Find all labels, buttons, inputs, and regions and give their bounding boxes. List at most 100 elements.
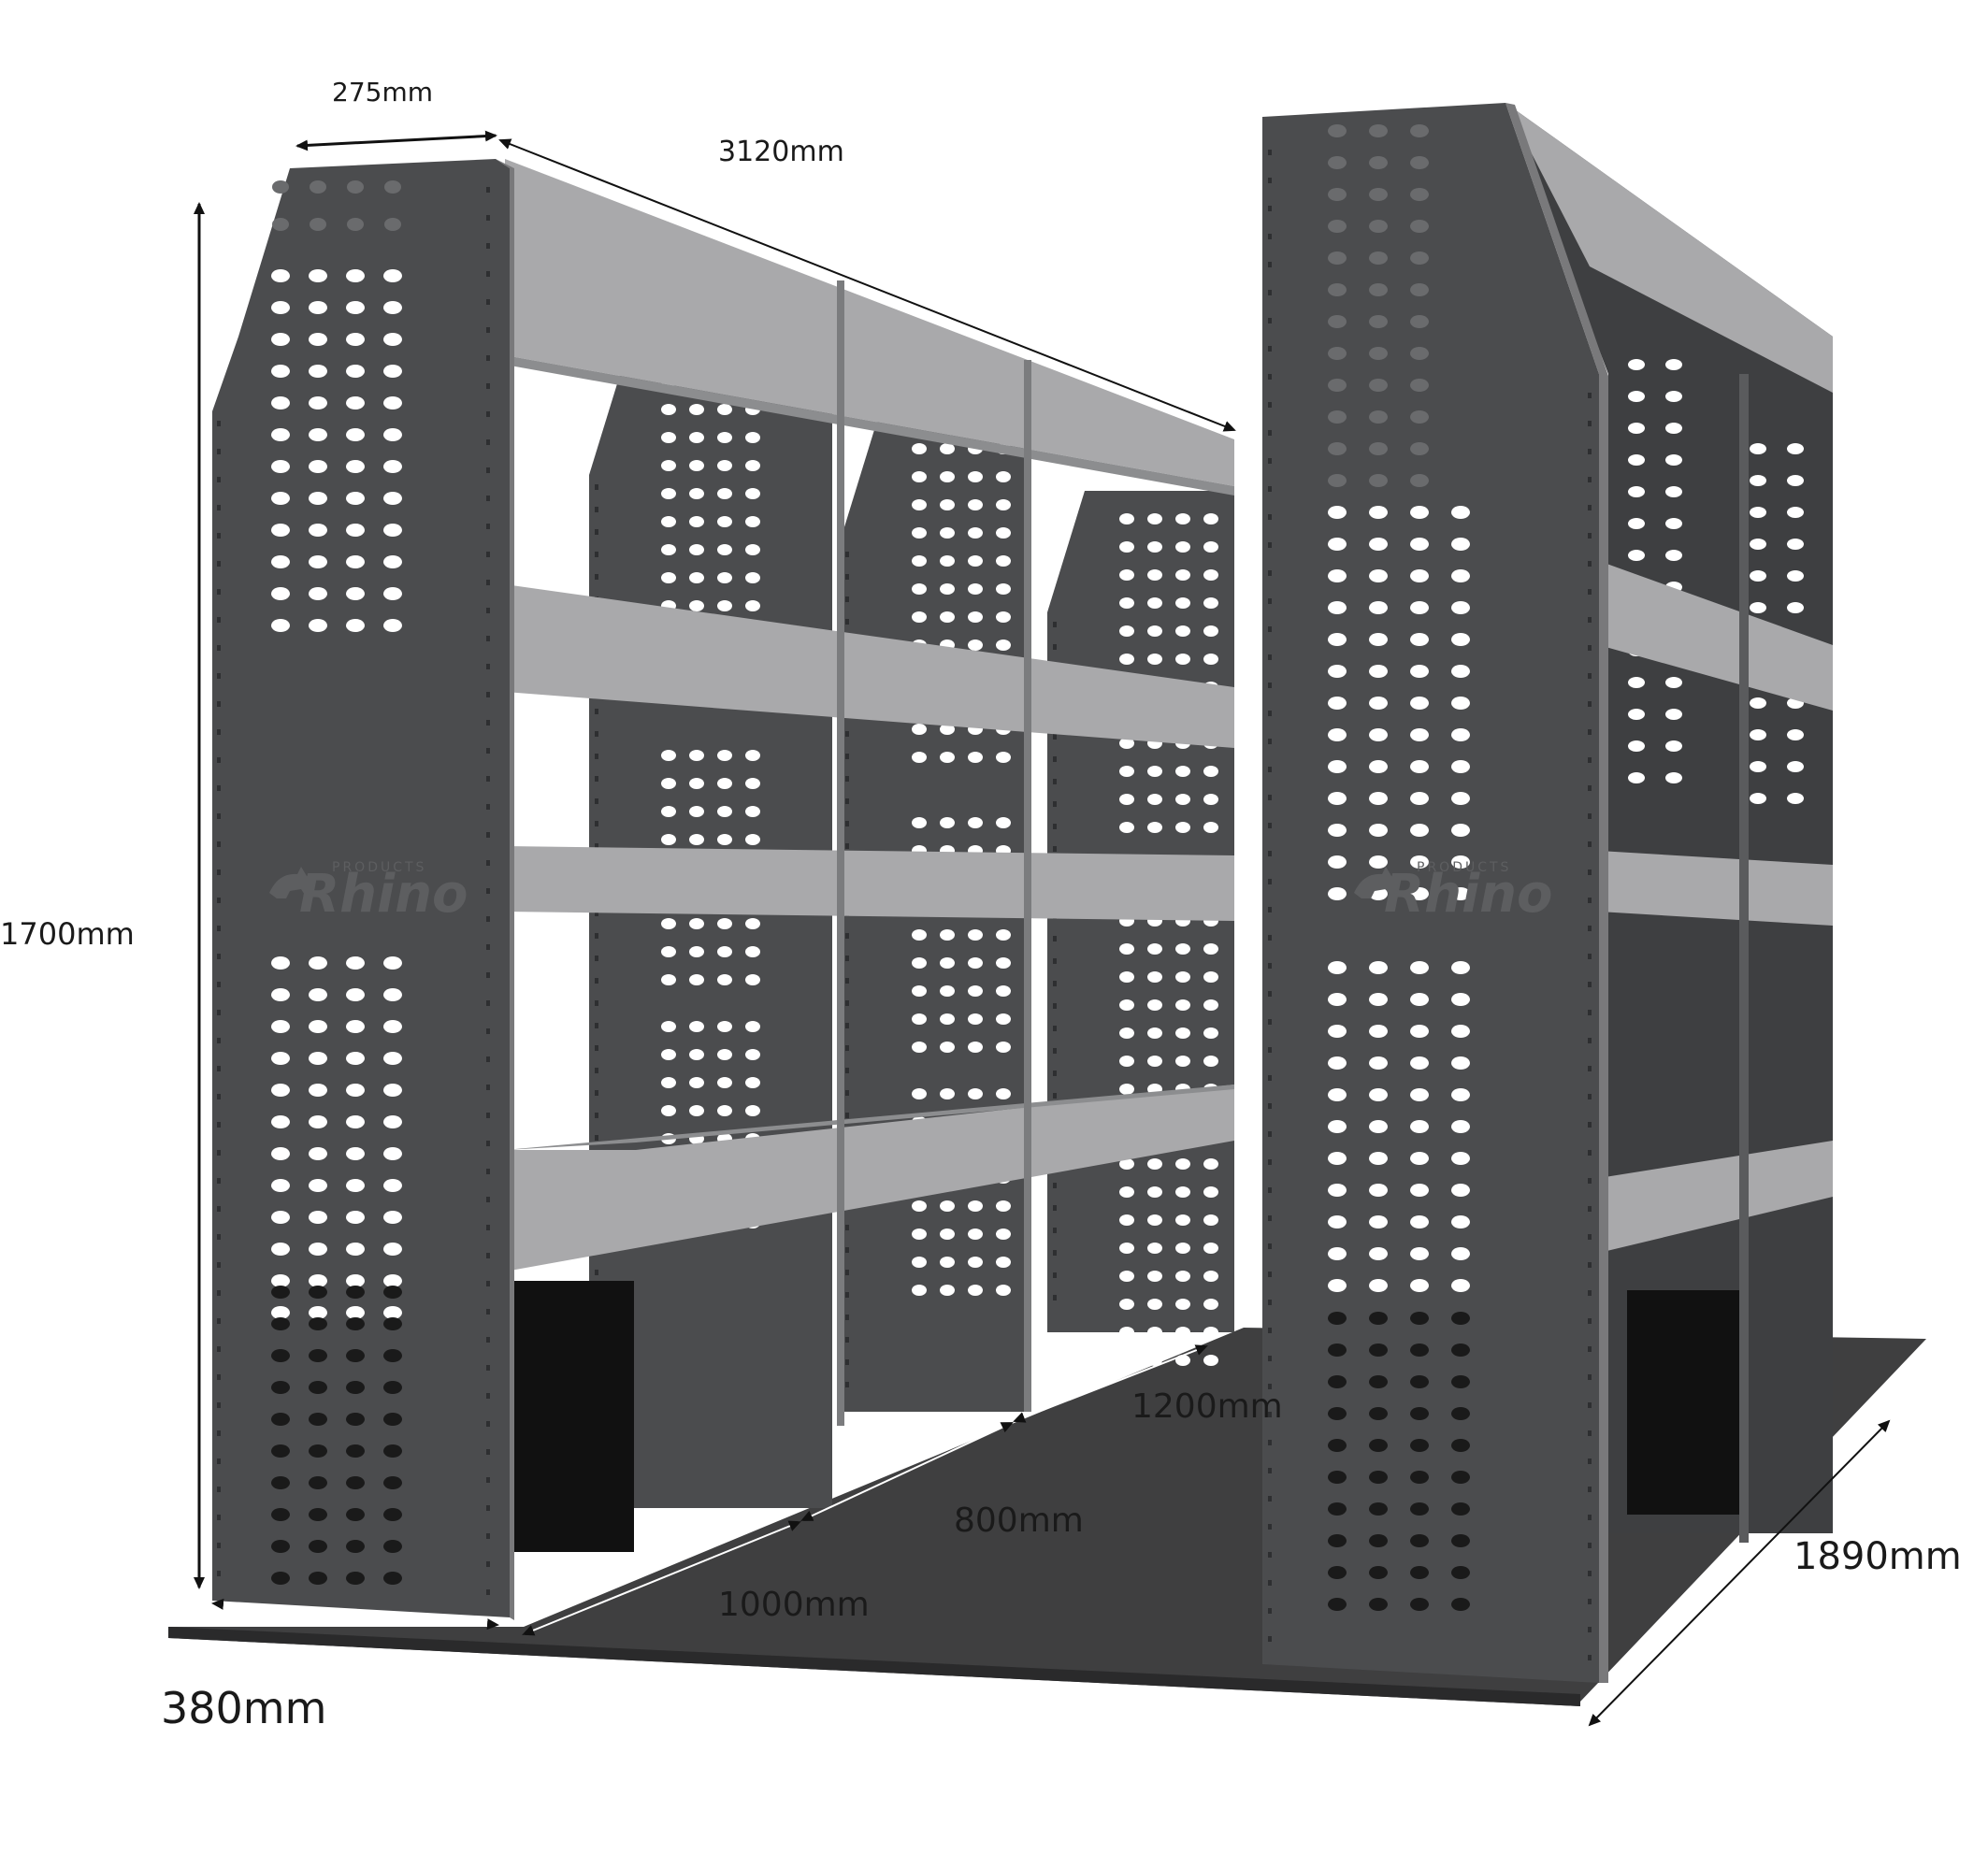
panel-hole: [1410, 1471, 1429, 1484]
edge-slot: [1588, 813, 1592, 819]
edge-slot: [486, 467, 490, 473]
panel-hole: [1410, 1025, 1429, 1038]
edge-slot: [486, 1393, 490, 1399]
panel-hole: [996, 752, 1011, 763]
panel-hole: [1175, 541, 1190, 553]
panel-hole: [1147, 943, 1162, 955]
edge-slot: [1588, 1374, 1592, 1380]
panel-hole: [745, 778, 760, 789]
panel-hole: [1203, 1355, 1218, 1366]
panel-hole: [346, 1413, 365, 1426]
panel-hole: [1119, 1186, 1134, 1198]
panel-hole: [968, 985, 983, 997]
edge-slot: [595, 484, 598, 490]
panel-hole: [940, 499, 955, 510]
panel-hole: [1203, 1186, 1218, 1198]
panel-hole: [309, 1317, 327, 1330]
edge-slot: [1053, 1295, 1057, 1300]
edge-slot: [1268, 963, 1272, 969]
edge-slot: [1053, 846, 1057, 852]
panel-side: [496, 159, 514, 1620]
panel-hole: [717, 946, 732, 957]
edge-slot: [1268, 1552, 1272, 1558]
label-floor-width: 1890mm: [1794, 1535, 1962, 1578]
panel-body: [1262, 103, 1599, 1683]
panel-hole: [309, 301, 327, 314]
right-top-rail: [1505, 103, 1833, 393]
panel-hole: [745, 806, 760, 817]
edge-slot: [595, 911, 598, 916]
panel-hole: [940, 1285, 955, 1296]
edge-slot: [1588, 421, 1592, 426]
panel-hole: [996, 1229, 1011, 1240]
edge-slot: [217, 1318, 221, 1324]
panel-hole: [1147, 1214, 1162, 1226]
panel-hole: [1328, 792, 1347, 805]
edge-slot: [1588, 1066, 1592, 1071]
panel-hole: [1787, 729, 1804, 740]
panel-hole: [309, 1084, 327, 1097]
panel-hole: [1328, 1407, 1347, 1420]
panel-hole: [912, 499, 927, 510]
panel-hole: [968, 1013, 983, 1025]
panel-hole: [1410, 824, 1429, 837]
panel-hole: [1369, 697, 1388, 710]
panel-hole: [1369, 993, 1388, 1006]
panel-hole: [1410, 760, 1429, 773]
label-height: 1700mm: [0, 916, 135, 952]
panel-hole: [1665, 772, 1682, 783]
edge-slot: [845, 1113, 849, 1118]
panel-hole: [1665, 677, 1682, 688]
edge-slot: [217, 729, 221, 735]
panel-hole: [383, 1211, 402, 1224]
panel-hole: [1203, 1327, 1218, 1338]
panel-hole: [1410, 474, 1429, 487]
panel-hole: [1369, 1120, 1388, 1133]
panel-hole: [1147, 654, 1162, 665]
panel-hole: [1750, 507, 1766, 518]
panel-hole: [1628, 677, 1645, 688]
panel-hole: [1750, 761, 1766, 772]
edge-slot: [1268, 851, 1272, 856]
panel-hole: [1410, 506, 1429, 519]
edge-slot: [486, 383, 490, 389]
panel-hole: [661, 834, 676, 845]
panel-hole: [271, 1381, 290, 1394]
logo-left: Rhino PRODUCTS: [269, 860, 468, 925]
panel-hole: [1451, 961, 1470, 974]
panel-hole: [1410, 569, 1429, 582]
panel-hole: [940, 471, 955, 482]
panel-hole: [1175, 999, 1190, 1011]
panel-hole: [383, 956, 402, 970]
panel-hole: [1119, 999, 1134, 1011]
panel-hole: [309, 1243, 327, 1256]
edge-slot: [1268, 178, 1272, 183]
panel-hole: [996, 817, 1011, 828]
edge-slot: [1053, 958, 1057, 964]
right-shelf-3: [1599, 1141, 1833, 1253]
panel-hole: [1328, 283, 1347, 296]
edge-slot: [217, 1010, 221, 1015]
edge-slot: [486, 1505, 490, 1511]
panel-hole: [940, 1200, 955, 1212]
panel-hole: [968, 752, 983, 763]
panel-hole: [968, 471, 983, 482]
panel-hole: [1203, 1056, 1218, 1067]
panel-hole: [1451, 697, 1470, 710]
edge-slot: [1588, 477, 1592, 482]
edge-slot: [486, 776, 490, 782]
panel-hole: [912, 1013, 927, 1025]
edge-slot: [217, 1458, 221, 1464]
panel-hole: [1369, 124, 1388, 137]
panel-hole: [383, 1274, 402, 1287]
panel-hole: [1328, 760, 1347, 773]
panel-hole: [661, 1049, 676, 1060]
edge-slot: [845, 956, 849, 961]
panel-hole: [1119, 541, 1134, 553]
panel-hole: [717, 1105, 732, 1116]
panel-hole: [1175, 625, 1190, 637]
edge-slot: [845, 731, 849, 737]
edge-slot: [486, 1533, 490, 1539]
panel-hole: [968, 527, 983, 539]
panel-hole: [745, 1021, 760, 1032]
